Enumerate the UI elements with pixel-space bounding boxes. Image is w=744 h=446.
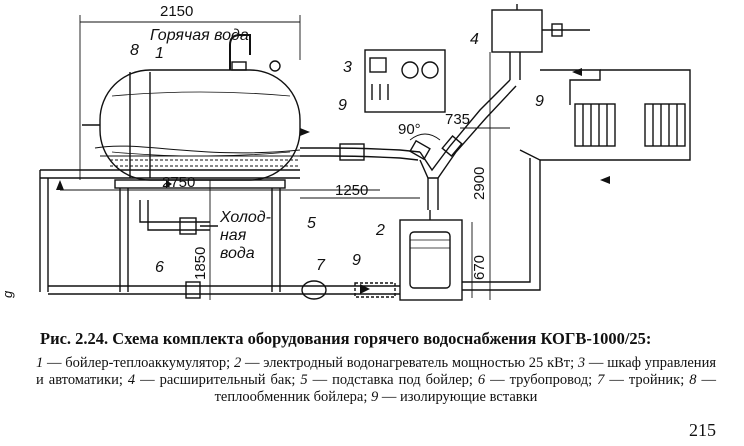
flow-arrows	[56, 68, 610, 294]
legend-num-6: 6	[477, 372, 486, 388]
dim-offset: 1250	[335, 182, 368, 199]
dim-height-heater: 670	[471, 255, 488, 280]
legend-num-2: 2	[233, 355, 242, 371]
legend-text-9: — изолирующие вставки	[378, 389, 538, 405]
boiler-stand	[39, 169, 300, 292]
dim-height-support: 1850	[192, 247, 209, 280]
page-number: 215	[689, 420, 716, 440]
label-cold-water-2: ная	[220, 227, 247, 244]
legend-num-4: 4	[127, 372, 136, 388]
legend-text-8: — теплообменник бойлера;	[214, 372, 716, 405]
label-cold-water-1: Холод-	[219, 209, 271, 226]
heat-exchanger	[94, 145, 305, 167]
callout-2: 2	[375, 222, 385, 239]
callout-1: 1	[155, 45, 164, 62]
callout-4: 4	[470, 31, 479, 48]
dim-angle: 90°	[398, 121, 421, 138]
radiator-loop	[462, 69, 691, 291]
legend-text-6: — трубопровод;	[485, 372, 598, 388]
expansion-tank	[491, 4, 590, 80]
electrode-heater	[399, 210, 463, 301]
callout-5: 5	[307, 215, 316, 232]
legend-num-8: 8	[689, 372, 697, 388]
tee-fitting	[301, 280, 327, 300]
legend-text-5: — подставка под бойлер;	[307, 372, 478, 388]
label-hot-water: Горячая вода	[150, 27, 249, 44]
legend-num-5: 5	[300, 372, 308, 388]
callout-9-middle: 9	[338, 97, 347, 114]
callout-7: 7	[316, 257, 326, 274]
label-cold-water-3: вода	[220, 245, 255, 262]
callout-3: 3	[343, 59, 352, 76]
control-cabinet	[364, 49, 446, 113]
legend-text-3: — шкаф управления и автоматики;	[36, 355, 716, 388]
equipment-schematic: 2150 2750 1250 735 90° 2900 1850 670 Гор…	[0, 3, 691, 301]
legend-num-1: 1	[36, 355, 44, 371]
legend-text-2: — электродный водонагреватель мощностью …	[241, 355, 578, 371]
callout-9-right: 9	[535, 93, 544, 110]
legend-text-7: — тройник;	[604, 372, 690, 388]
callout-6: 6	[155, 259, 164, 276]
cold-water-pipe	[139, 200, 218, 235]
legend-num-7: 7	[597, 372, 605, 388]
legend-text-1: — бойлер-теплоаккумулятор;	[43, 355, 234, 371]
dim-height-total: 2900	[471, 167, 488, 200]
insulating-insert	[354, 282, 396, 298]
callout-9-bottom: 9	[352, 252, 361, 269]
legend-num-3: 3	[577, 355, 586, 371]
legend-num-9: 9	[371, 389, 379, 405]
legend-text-4: — расширительный бак;	[135, 372, 301, 388]
boiler-tank	[82, 34, 301, 181]
bottom-pipeline	[48, 281, 400, 299]
dim-support-length: 2750	[162, 174, 195, 191]
figure-legend: 1 — бойлер-теплоаккумулятор; 2 — электро…	[36, 355, 716, 406]
dim-overall-length: 2150	[160, 3, 193, 20]
margin-mark: g	[0, 290, 15, 298]
figure-caption: Рис. 2.24. Схема комплекта оборудования …	[40, 329, 652, 348]
dim-pipe-run: 735	[445, 111, 470, 128]
supply-pipes	[300, 79, 517, 210]
callout-8: 8	[130, 42, 139, 59]
